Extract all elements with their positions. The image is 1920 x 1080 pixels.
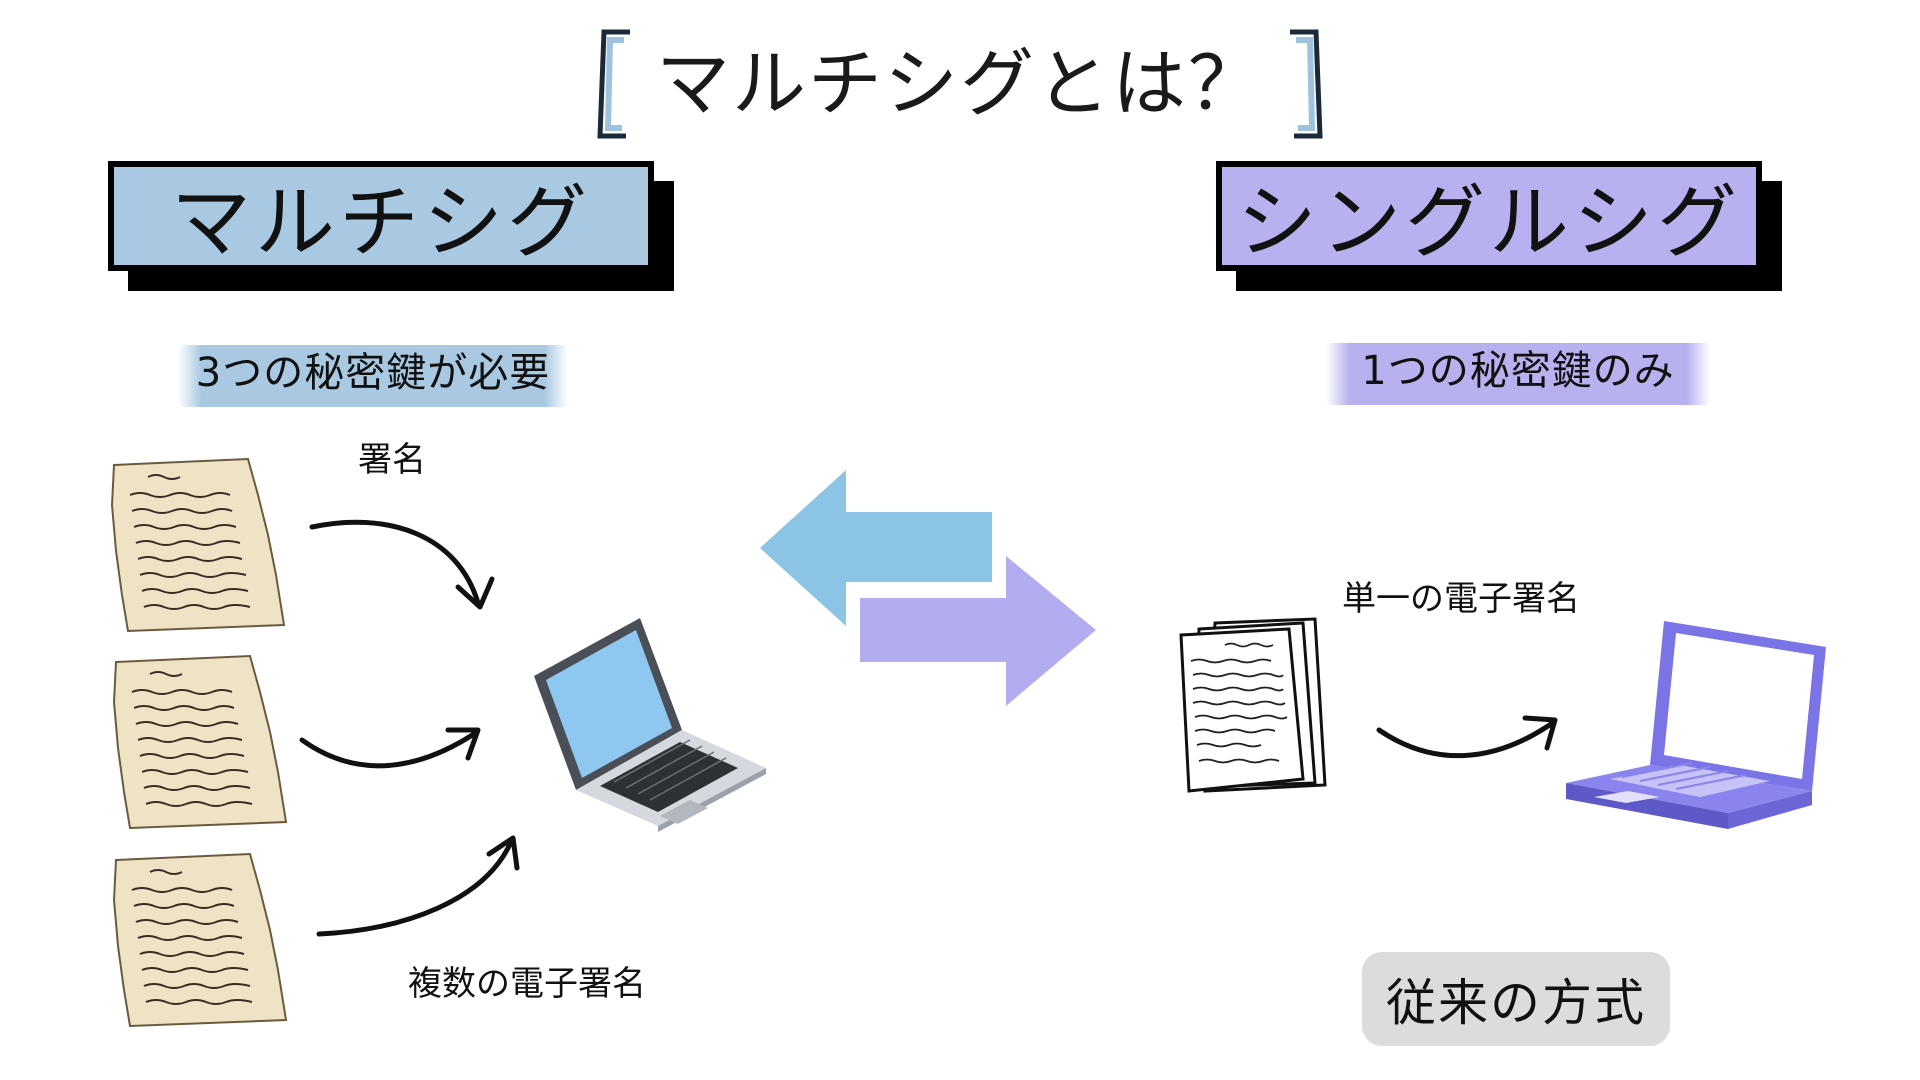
bracket-left-icon <box>597 29 630 139</box>
bracket-right-icon <box>1290 29 1323 139</box>
curved-arrow-icon <box>299 727 481 769</box>
curved-arrow-icon <box>309 519 495 610</box>
multi-sign-label: 複数の電子署名 <box>408 964 646 1004</box>
title-area: マルチシグとは？ <box>590 28 1330 140</box>
sign-label: 署名 <box>358 440 426 480</box>
laptop-icon <box>534 618 766 832</box>
singlesig-caption: 1つの秘密鍵のみ <box>1326 343 1710 405</box>
multisig-caption: 3つの秘密鍵が必要 <box>178 345 568 407</box>
singlesig-header: シングルシグ <box>1216 161 1762 271</box>
legacy-method-badge: 従来の方式 <box>1362 952 1670 1046</box>
page-title: マルチシグとは？ <box>656 41 1264 127</box>
document-icon <box>112 654 288 830</box>
swap-arrows-icon <box>760 470 1096 706</box>
laptop-icon <box>1566 621 1826 829</box>
curved-arrow-icon <box>316 835 520 937</box>
document-icon <box>112 852 288 1028</box>
single-sign-label: 単一の電子署名 <box>1342 579 1580 619</box>
curved-arrow-icon <box>1376 715 1558 759</box>
multisig-header: マルチシグ <box>108 161 654 271</box>
document-icon <box>1179 617 1327 793</box>
document-icon <box>110 457 286 633</box>
